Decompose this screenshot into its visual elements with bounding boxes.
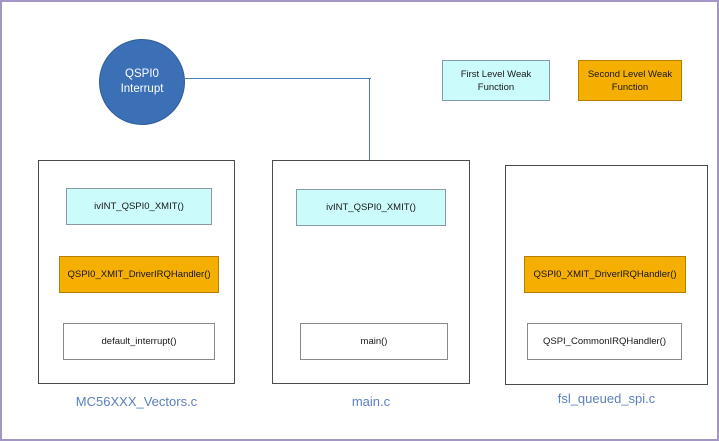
function-box-main-ivint-qspi0-xmit: ivINT_QSPI0_XMIT(): [296, 189, 446, 226]
function-label: main(): [360, 336, 388, 347]
function-label: QSPI0_XMIT_DriverIRQHandler(): [67, 269, 211, 280]
connector-vertical-segment: [369, 78, 370, 183]
interrupt-node-line2: Interrupt: [120, 83, 164, 95]
legend-second-level-weak: Second Level Weak Function: [578, 60, 682, 101]
file-caption-vectors: MC56XXX_Vectors.c: [75, 394, 198, 409]
legend-first-level-weak: First Level Weak Function: [442, 60, 550, 101]
legend-first-level-label: First Level Weak Function: [460, 68, 532, 93]
function-label: ivINT_QSPI0_XMIT(): [326, 202, 416, 213]
interrupt-node-line1: QSPI0: [125, 68, 159, 80]
function-box-main-main: main(): [300, 323, 448, 360]
function-label: default_interrupt(): [101, 336, 177, 347]
function-box-fsl-common-irq-handler: QSPI_CommonIRQHandler(): [527, 323, 682, 360]
function-box-vectors-default-interrupt: default_interrupt(): [63, 323, 215, 360]
file-caption-fsl-queued-spi: fsl_queued_spi.c: [557, 391, 656, 406]
interrupt-source-node: QSPI0 Interrupt: [99, 39, 185, 125]
function-label: ivINT_QSPI0_XMIT(): [94, 201, 184, 212]
function-label: QSPI0_XMIT_DriverIRQHandler(): [533, 269, 677, 280]
function-box-vectors-driver-irq-handler: QSPI0_XMIT_DriverIRQHandler(): [59, 256, 219, 293]
connector-horizontal-segment: [183, 78, 371, 79]
function-box-fsl-driver-irq-handler: QSPI0_XMIT_DriverIRQHandler(): [524, 256, 686, 293]
function-box-vectors-ivint-qspi0-xmit: ivINT_QSPI0_XMIT(): [66, 188, 212, 225]
file-caption-main: main.c: [351, 394, 391, 409]
legend-second-level-label: Second Level Weak Function: [587, 68, 673, 93]
function-label: QSPI_CommonIRQHandler(): [542, 336, 666, 347]
